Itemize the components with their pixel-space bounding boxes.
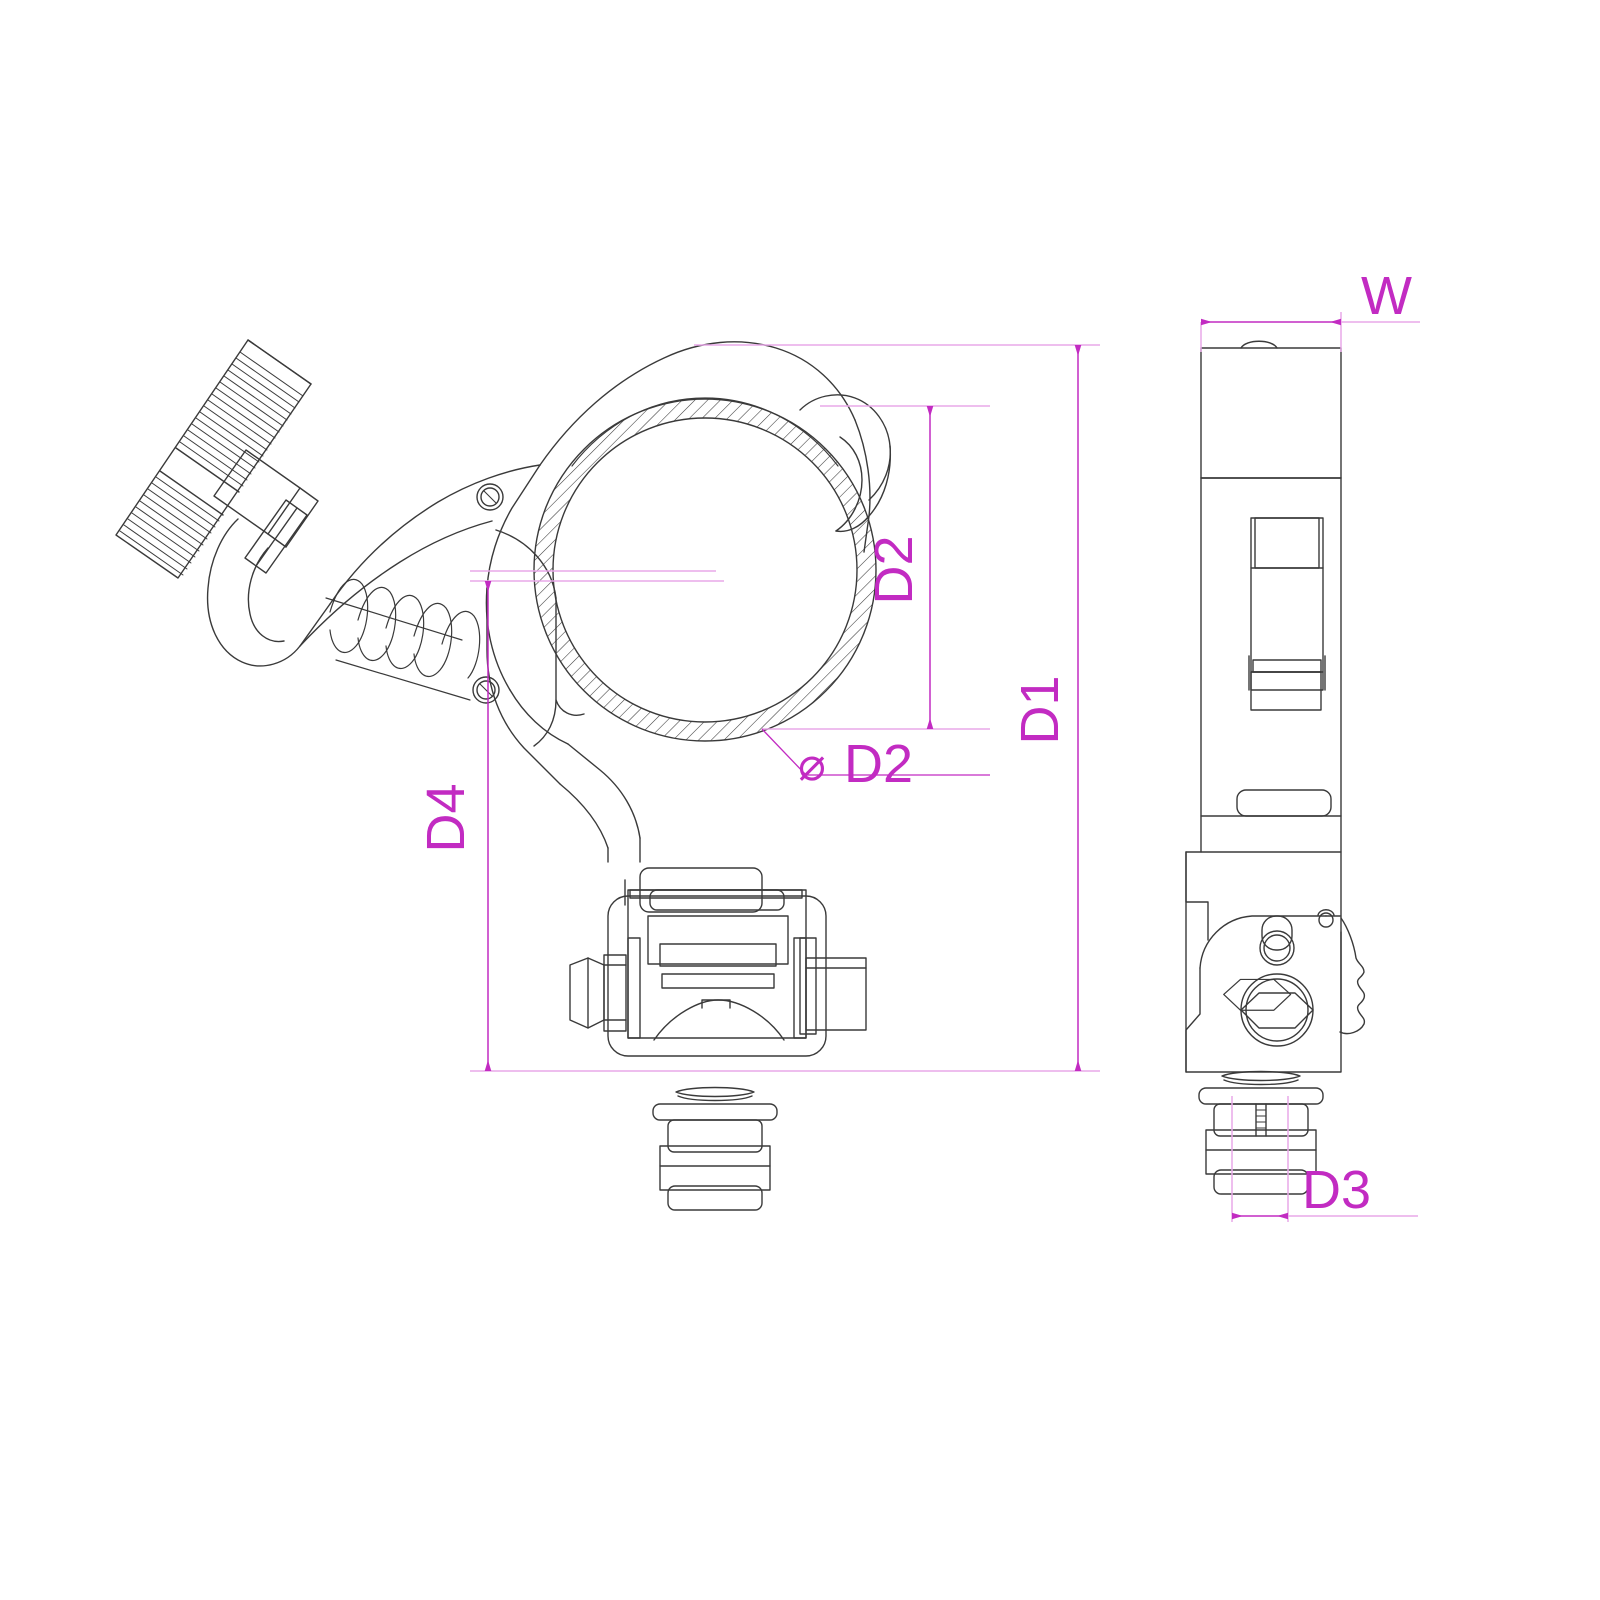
latch-lever (1339, 917, 1366, 1035)
side-boss (799, 937, 867, 1035)
dim-label-d2-diameter: D2 (844, 734, 913, 794)
side-view-group (1185, 340, 1366, 1195)
tube-section-ring (520, 385, 890, 755)
dim-label-d4: D4 (416, 783, 476, 852)
dim-label-d2-diameter-symbol: ⌀ (798, 738, 826, 790)
dim-label-d2: D2 (864, 535, 924, 604)
dim-d3 (1231, 1096, 1418, 1222)
wing-handle-icon (115, 339, 319, 579)
dim-label-d3: D3 (1302, 1160, 1371, 1220)
hex-nut-icon (569, 954, 627, 1032)
dim-d4 (470, 580, 724, 1071)
pin-icon (472, 676, 500, 704)
dim-label-w: W (1361, 266, 1412, 326)
mounting-bolt-icon (652, 1086, 778, 1211)
coupler-block (569, 867, 867, 1211)
clamp-jaw-arm (206, 464, 541, 667)
hex-socket-bolt-icon (1223, 973, 1314, 1047)
dim-w (1200, 312, 1420, 352)
dim-d1 (470, 344, 1100, 1072)
pin-icon (476, 483, 504, 511)
dimension-layer (470, 312, 1420, 1222)
dim-d2 (762, 405, 990, 730)
mounting-bolt-icon (1198, 1070, 1324, 1195)
compression-spring (325, 578, 481, 701)
dim-d2-diameter-leader (470, 570, 990, 776)
dim-label-d1: D1 (1010, 675, 1070, 744)
